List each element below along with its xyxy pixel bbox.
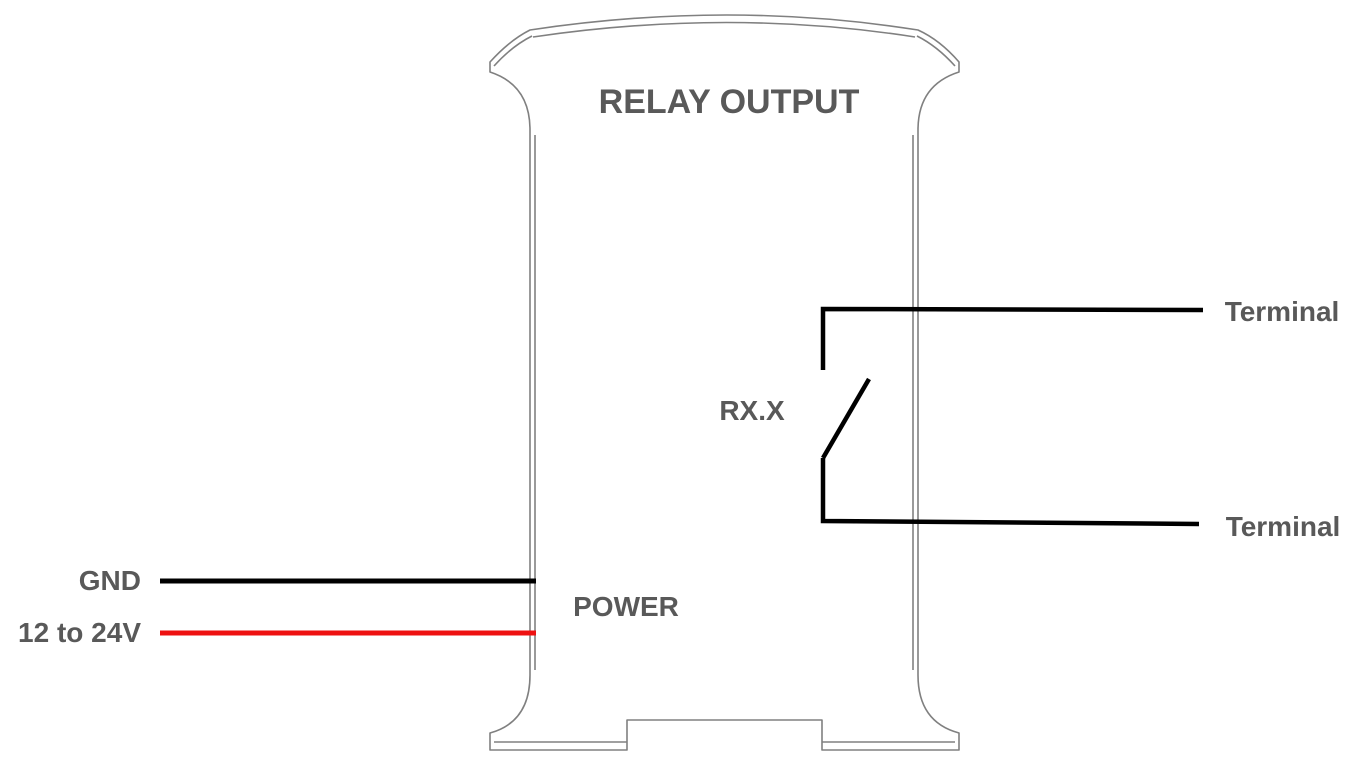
enclosure-right-top-lip [916, 35, 956, 67]
module-enclosure [489, 14, 960, 751]
enclosure-outer-outline [489, 14, 960, 751]
relay-top-contact-wire [820, 306, 1204, 370]
relay-bottom-contact-wire [820, 458, 1200, 527]
enclosure-inner-top-arc [532, 21, 916, 38]
enclosure-left-top-lip [493, 35, 533, 67]
supply-label: 12 to 24V [18, 617, 141, 648]
terminal-bottom-label: Terminal [1226, 511, 1341, 542]
relay-label: RX.X [719, 395, 785, 426]
relay-switch-blade [821, 377, 871, 460]
power-label: POWER [573, 591, 679, 622]
module-title: RELAY OUTPUT [599, 83, 860, 121]
gnd-label: GND [79, 565, 141, 596]
terminal-top-label: Terminal [1225, 296, 1340, 327]
relay-contact-symbol [820, 306, 1204, 527]
